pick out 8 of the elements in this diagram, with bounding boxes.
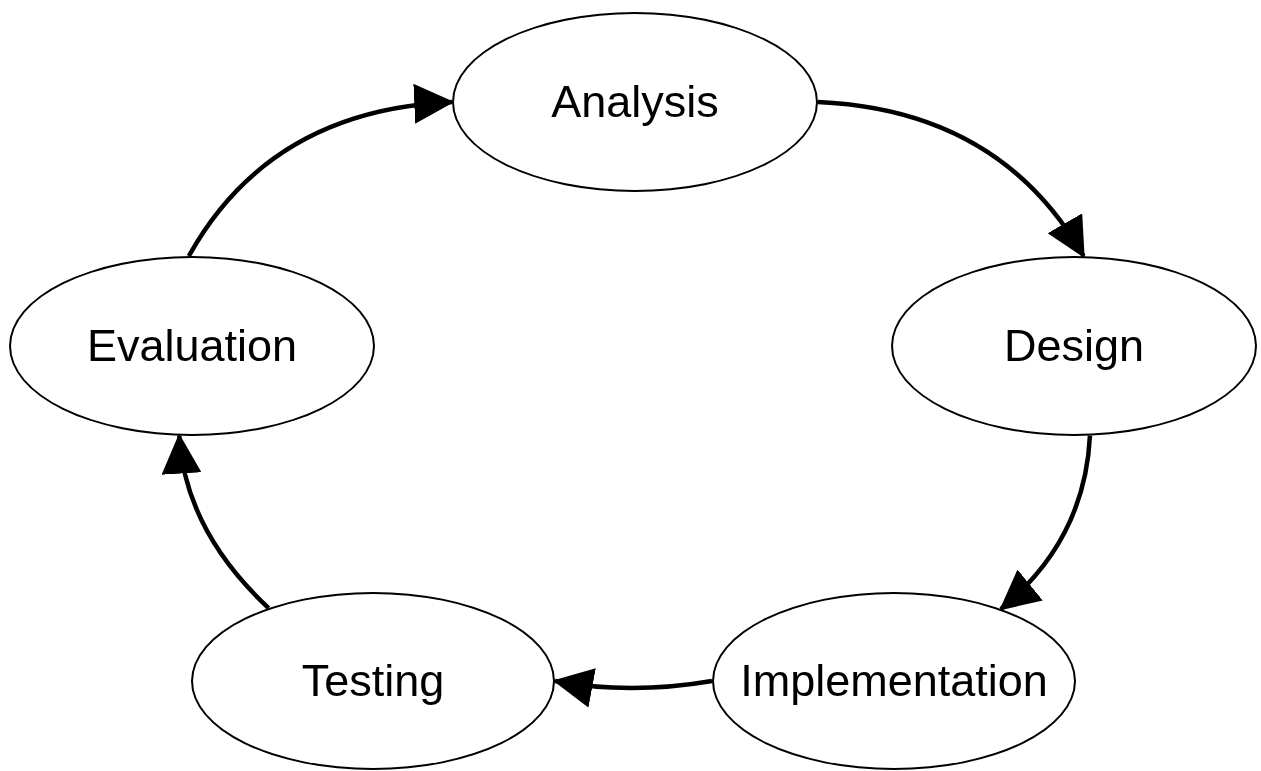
- arrow: [817, 99, 1086, 258]
- node-label: Evaluation: [86, 320, 298, 372]
- node-label: Analysis: [551, 76, 719, 128]
- node-label: Testing: [301, 655, 445, 707]
- arrow: [162, 433, 271, 610]
- arrow: [999, 435, 1093, 611]
- node-label: Design: [1003, 320, 1145, 372]
- node-label: Implementation: [740, 655, 1048, 707]
